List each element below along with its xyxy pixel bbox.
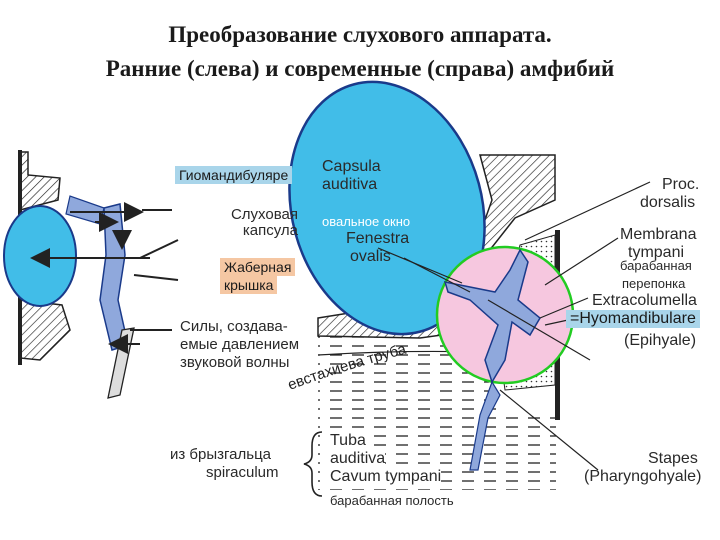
forces-label-1: Силы, создава-	[180, 318, 288, 335]
membrana-label-1: Membrana	[620, 226, 697, 243]
eardrum-ru-label-1: барабанная	[620, 258, 692, 273]
capsula-label-2: auditiva	[322, 176, 378, 193]
stapes-label: Stapes	[648, 450, 698, 467]
spiraculum-brace	[303, 431, 323, 497]
left-blue-highlight-circle	[3, 205, 77, 307]
forces-label-2: емые давлением	[180, 336, 300, 353]
columella-bones	[443, 248, 541, 471]
early-hyomandibular-bone	[65, 195, 129, 351]
proc-label-1: Proc.	[662, 176, 700, 193]
membrana-label-2: tympani	[628, 244, 685, 261]
gill-cover-tag-1: Жаберная	[220, 258, 296, 276]
epihyale-label: (Epihyale)	[624, 332, 697, 349]
tympanic-cavity-ru-label: барабанная полость	[330, 493, 454, 508]
tuba-label-1: Tuba	[330, 432, 366, 449]
tuba-label-2: auditiva	[330, 450, 386, 467]
title-line-2: Ранние (слева) и современные (справа) ам…	[105, 56, 615, 81]
pharyngohyale-label: (Pharyngohyale)	[584, 468, 702, 485]
cavum-label: Cavum tympani	[330, 468, 442, 485]
extracolumella-label: Extracolumella	[592, 292, 697, 309]
auditory-capsule-label-2: капсула	[242, 222, 298, 239]
proc-label-2: dorsalis	[640, 194, 696, 211]
spiraculum-label-2: spiraculum	[206, 464, 279, 481]
capsula-label-1: Capsula	[322, 158, 381, 175]
eardrum-ru-label-2: перепонка	[622, 276, 686, 291]
spiraculum-label-1: из брызгальца	[170, 446, 272, 463]
hyomandibular-tag: Гиомандибуляре	[175, 166, 293, 184]
skull-hatched-upper	[469, 154, 556, 266]
leader-lines	[377, 181, 651, 471]
title-line-1: Преобразование слухового аппарата.	[168, 22, 552, 47]
fenestra-label-1: Fenestra	[346, 230, 410, 247]
auditory-capsule-label-1: Слуховая	[230, 206, 298, 223]
gill-cover-tag-2: крышка	[220, 276, 278, 294]
force-arrows	[30, 202, 179, 354]
oval-window-ru-label: овальное окно	[322, 214, 411, 229]
forces-label-3: звуковой волны	[180, 354, 290, 371]
capsula-blue-highlight	[288, 80, 486, 336]
hyomandibulare-tag: =Hyomandibulare	[566, 310, 700, 328]
fenestra-label-2: ovalis	[350, 248, 391, 265]
